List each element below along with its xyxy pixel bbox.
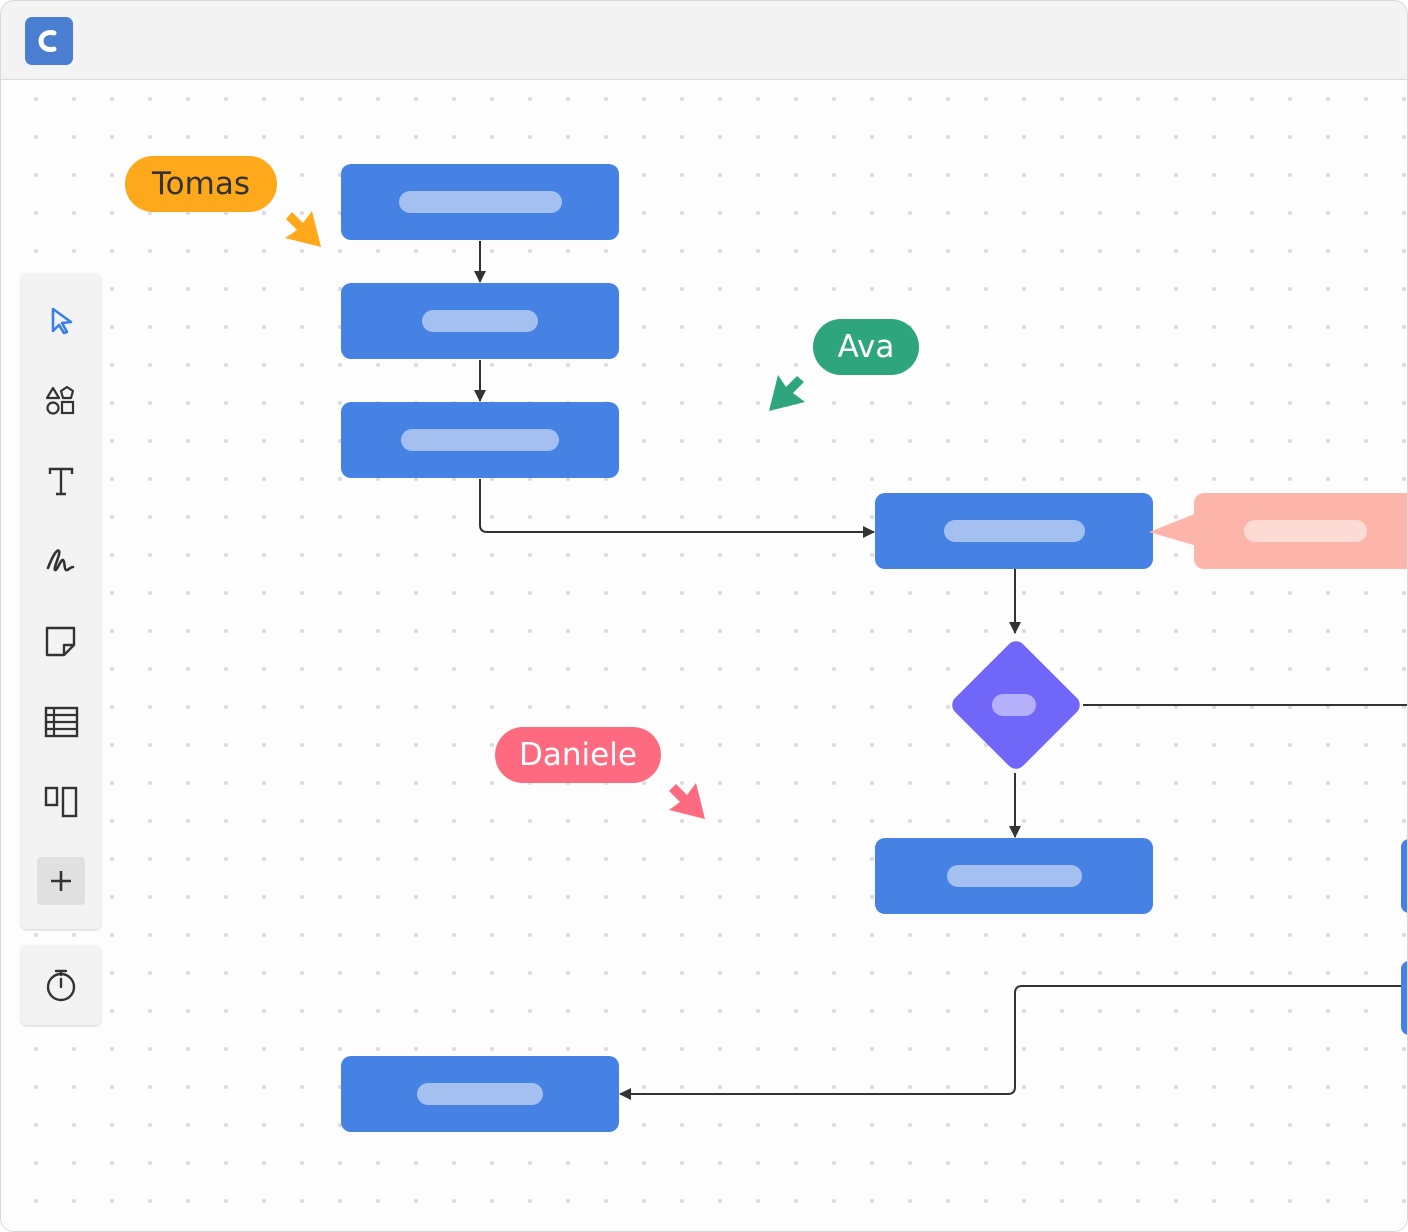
node-label-placeholder xyxy=(401,429,559,451)
flow-node[interactable] xyxy=(875,838,1153,914)
whiteboard-canvas[interactable] xyxy=(1,80,1407,1231)
select-tool-button[interactable] xyxy=(33,293,89,349)
tool-palette xyxy=(21,273,101,929)
timer-panel xyxy=(21,945,101,1025)
flow-node[interactable] xyxy=(341,1056,619,1132)
collaborator-tag-tomas: Tomas xyxy=(125,156,277,212)
flow-node[interactable] xyxy=(341,283,619,359)
more-tools-button[interactable] xyxy=(37,857,85,905)
flow-node[interactable] xyxy=(341,402,619,478)
cursor-pointer-icon xyxy=(51,307,73,335)
plus-icon xyxy=(51,871,71,891)
collaborator-tag-ava: Ava xyxy=(813,319,919,375)
pen-tool-button[interactable] xyxy=(33,533,89,589)
flow-node-offscreen[interactable] xyxy=(1401,839,1407,913)
shapes-icon xyxy=(45,385,75,415)
sticky-note-icon xyxy=(45,626,76,657)
timer-button[interactable] xyxy=(33,957,89,1013)
logo-c-glyph xyxy=(38,30,57,52)
flow-node-offscreen[interactable] xyxy=(1401,961,1407,1035)
table-icon xyxy=(44,706,79,738)
node-label-placeholder xyxy=(422,310,538,332)
sticky-note-tool-button[interactable] xyxy=(33,613,89,669)
pen-icon xyxy=(46,549,75,572)
connector-right-to-bottom[interactable] xyxy=(619,985,1408,1100)
connector-3-4[interactable] xyxy=(479,479,875,538)
timer-icon xyxy=(46,969,76,1002)
table-tool-button[interactable] xyxy=(33,693,89,749)
frame-icon xyxy=(44,786,78,818)
comment-bubble[interactable] xyxy=(1194,493,1407,569)
node-label-placeholder xyxy=(947,865,1082,887)
frame-tool-button[interactable] xyxy=(33,773,89,829)
title-bar xyxy=(1,1,1407,80)
node-label-placeholder xyxy=(399,191,562,213)
collaborator-tag-daniele: Daniele xyxy=(495,727,661,783)
flow-node[interactable] xyxy=(875,493,1153,569)
comment-label-placeholder xyxy=(1244,520,1367,542)
node-label-placeholder xyxy=(417,1083,543,1105)
flow-node[interactable] xyxy=(341,164,619,240)
text-icon xyxy=(48,467,74,496)
node-label-placeholder xyxy=(944,520,1085,542)
shapes-tool-button[interactable] xyxy=(33,373,89,429)
app-logo-icon[interactable] xyxy=(25,17,73,65)
text-tool-button[interactable] xyxy=(33,453,89,509)
decision-label-placeholder xyxy=(992,694,1036,716)
